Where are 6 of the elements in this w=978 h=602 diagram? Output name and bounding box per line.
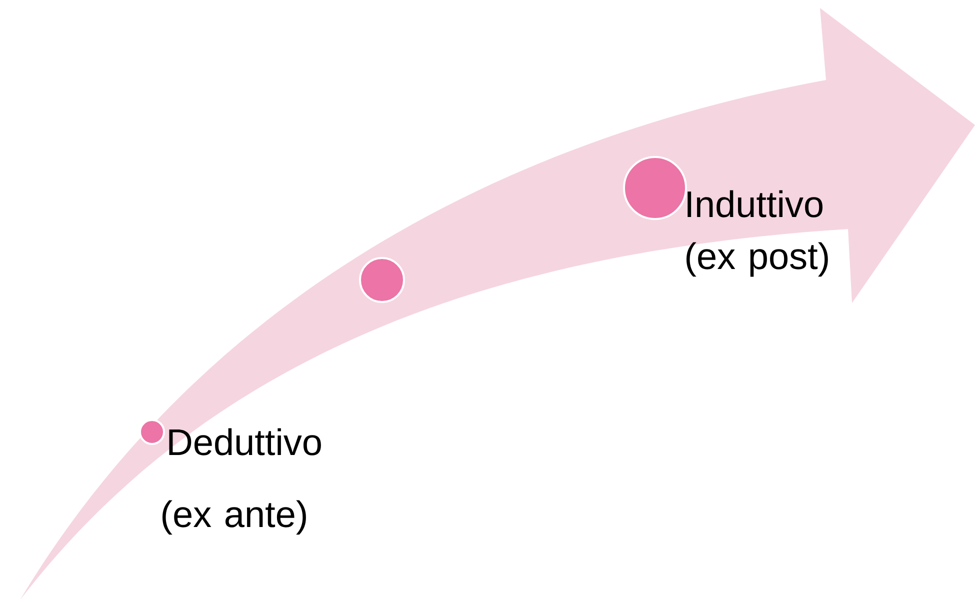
- circle-marker: [623, 156, 687, 220]
- node-label: (ex ante): [162, 500, 306, 535]
- circle-marker: [359, 257, 405, 303]
- node-label: Induttivo (ex post): [686, 190, 828, 277]
- circle-marker: [139, 419, 165, 445]
- node-label: Deduttivo: [169, 428, 321, 456]
